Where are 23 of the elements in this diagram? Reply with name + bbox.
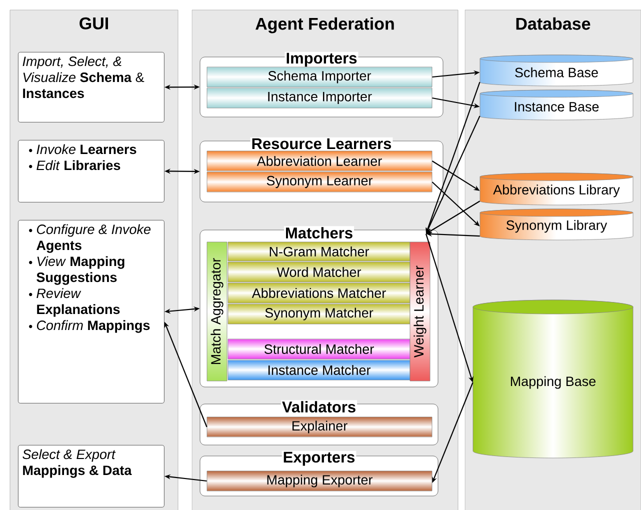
- agent-bar: Mapping Exporter: [206, 470, 432, 492]
- gui-box: Select & Export Mappings & Data: [18, 445, 164, 508]
- agent-bar: Instance Importer: [206, 88, 432, 108]
- agent-bar: Abbreviations Matcher: [228, 282, 410, 304]
- gui-box: Configure & Invoke Agents View Mapping Suggestions Review Explanations Confirm Mappings: [18, 220, 164, 404]
- database-cylinder: Abbreviations Library: [480, 172, 634, 206]
- gui-box: Invoke Learners Edit Libraries: [18, 140, 164, 202]
- gui-box: Import, Select, & Visualize Schema & Instances: [18, 52, 164, 122]
- database-cylinder: Synonym Library: [480, 208, 634, 240]
- agent-bar: Explainer: [206, 416, 432, 438]
- database-cylinder: Instance Base: [480, 90, 634, 120]
- agent-bar: Schema Importer: [206, 66, 432, 88]
- database-cylinder: Schema Base: [480, 54, 634, 86]
- agent-bar: Abbreviation Learner: [206, 150, 432, 172]
- agent-bar: Word Matcher: [228, 262, 410, 282]
- agent-bar: Synonym Matcher: [228, 304, 410, 324]
- vertical-agent-bar: Weight Learner: [410, 242, 430, 382]
- vertical-agent-bar: Match Aggregator: [206, 242, 228, 382]
- agent-bar: Structural Matcher: [228, 338, 410, 360]
- agent-bar: Synonym Learner: [206, 172, 432, 192]
- database-cylinder: Mapping Base: [472, 300, 634, 458]
- agent-bar: Instance Matcher: [228, 360, 410, 380]
- agent-bar: N-Gram Matcher: [228, 242, 410, 262]
